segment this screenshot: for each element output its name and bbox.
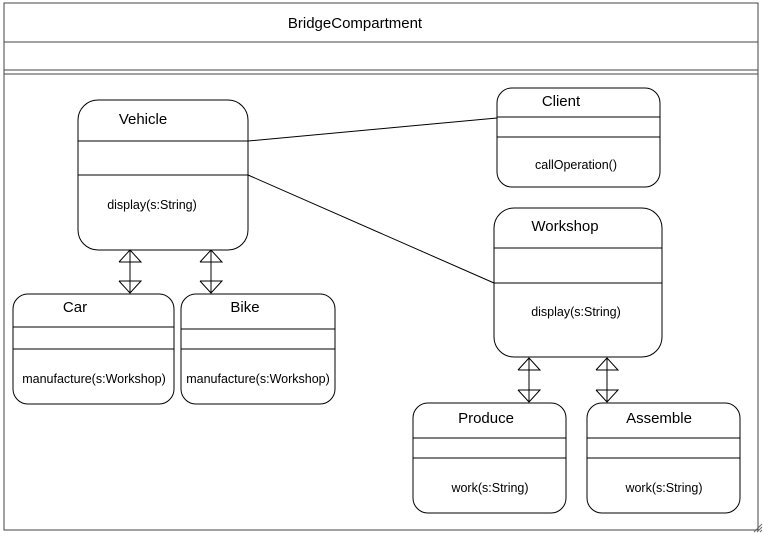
class-operation: manufacture(s:Workshop)	[22, 372, 166, 386]
class-bike[interactable]: Bike manufacture(s:Workshop)	[180, 293, 336, 405]
association-vehicle-workshop[interactable]	[247, 174, 495, 284]
class-operation: display(s:String)	[531, 305, 621, 319]
association-vehicle-client[interactable]	[247, 117, 498, 142]
connector-workshop-assemble[interactable]	[595, 357, 620, 403]
class-workshop[interactable]: Workshop display(s:String)	[493, 207, 663, 358]
class-name: Bike	[230, 299, 259, 316]
class-operation: work(s:String)	[624, 481, 702, 495]
class-name: Vehicle	[119, 111, 167, 128]
package-title: BridgeCompartment	[288, 15, 423, 32]
connector-workshop-produce[interactable]	[517, 357, 542, 403]
class-name: Client	[542, 93, 581, 110]
class-operation: work(s:String)	[450, 481, 528, 495]
connector-vehicle-car[interactable]	[118, 249, 143, 294]
class-operation: display(s:String)	[107, 198, 197, 212]
class-produce[interactable]: Produce work(s:String)	[412, 402, 567, 514]
class-name: Assemble	[626, 410, 692, 427]
class-name: Produce	[458, 410, 514, 427]
class-assemble[interactable]: Assemble work(s:String)	[586, 402, 741, 514]
class-car[interactable]: Car manufacture(s:Workshop)	[12, 293, 175, 405]
class-name: Workshop	[531, 218, 598, 235]
class-operation: manufacture(s:Workshop)	[186, 372, 330, 386]
package-frame[interactable]: BridgeCompartment	[3, 2, 759, 531]
class-operation: callOperation()	[535, 158, 617, 172]
resize-grip-icon[interactable]	[753, 523, 763, 533]
class-name: Car	[63, 299, 87, 316]
class-client[interactable]: Client callOperation()	[496, 87, 661, 188]
class-vehicle[interactable]: Vehicle display(s:String)	[77, 99, 249, 251]
connector-vehicle-bike[interactable]	[199, 249, 224, 294]
